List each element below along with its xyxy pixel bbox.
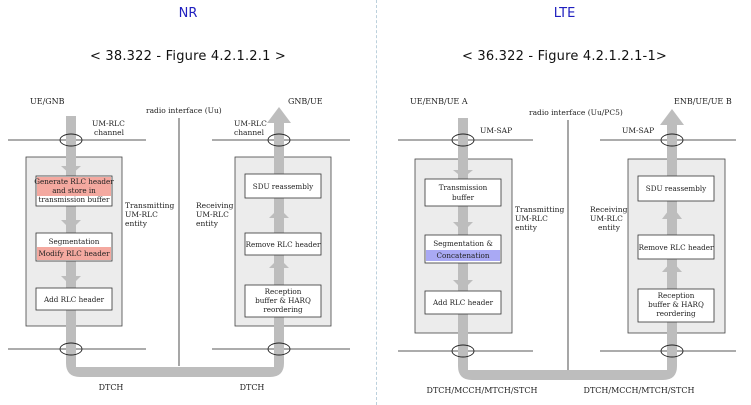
nr-panel: NR < 38.322 - Figure 4.2.1.2.1 > <box>8 6 350 392</box>
nr-rx-box3-line1: Reception <box>265 287 302 296</box>
nr-tx-down-arrow-3 <box>61 262 81 286</box>
lte-tx-box1-line1: Transmission <box>439 183 488 192</box>
nr-tx-box1-line2: and store in <box>52 186 96 195</box>
lte-tx-entity-label-2: UM-RLC <box>515 214 548 223</box>
nr-remove-header-box <box>244 232 322 256</box>
nr-rx-entity-label-1: Receiving <box>196 201 234 210</box>
lte-concatenation-highlight <box>426 250 500 261</box>
nr-tx-box1-line3: transmission buffer <box>39 195 111 204</box>
nr-rx-box3-line3: reordering <box>263 305 303 314</box>
nr-tx-entity-label-2: UM-RLC <box>125 210 158 219</box>
lte-rx-up-arrow-1 <box>662 206 682 233</box>
nr-right-channel-label-1: UM-RLC <box>234 119 267 128</box>
lte-diagram: UE/ENB/UE A ENB/UE/UE B radio interface … <box>398 97 736 395</box>
nr-tx-box2-line2: Modify RLC header <box>38 249 110 258</box>
lte-left-sap-label: UM-SAP <box>480 126 512 135</box>
nr-diagram: UE/GNB GNB/UE radio interface (Uu) UM-RL… <box>8 97 350 392</box>
lte-rx-entity-label-2: UM-RLC <box>590 214 623 223</box>
nr-bottom-right-ellipse <box>267 342 291 356</box>
nr-tx-down-arrow-2 <box>61 206 81 230</box>
lte-rx-box3-line2: buffer & HARQ <box>648 300 704 309</box>
nr-bottom-left-ellipse <box>59 342 83 356</box>
lte-tx-down-arrow-2 <box>453 207 473 232</box>
lte-rx-entity-label-1: Receiving <box>590 205 628 214</box>
nr-tx-entity-label-1: Transmitting <box>125 201 175 210</box>
lte-bottom-left-label: DTCH/MCCH/MTCH/STCH <box>427 386 538 395</box>
lte-rx-up-arrow-2 <box>662 261 682 288</box>
nr-add-header-box <box>35 287 113 311</box>
nr-right-node-label: GNB/UE <box>288 97 323 106</box>
nr-tx-box1-line1: Generate RLC header <box>34 177 114 186</box>
lte-tx-entity-label-1: Transmitting <box>515 205 565 214</box>
nr-right-channel-label-2: channel <box>234 128 265 137</box>
lte-reception-buffer-box <box>637 288 715 323</box>
lte-transmission-buffer-box <box>424 178 502 207</box>
nr-rx-up-arrow-1 <box>269 208 289 232</box>
lte-tx-box1-line2: buffer <box>452 193 475 202</box>
lte-radio-interface-label: radio interface (Uu/PC5) <box>529 108 623 117</box>
nr-generate-header-highlight <box>37 177 111 196</box>
nr-rx-box1-line1: SDU reassembly <box>253 182 314 191</box>
lte-tx-entity-label-3: entity <box>515 223 538 232</box>
lte-right-node-label: ENB/UE/UE B <box>674 97 732 106</box>
lte-tx-box3-line1: Add RLC header <box>432 298 494 307</box>
lte-rx-box3-line3: reordering <box>656 309 696 318</box>
lte-bottom-right-label: DTCH/MCCH/MTCH/STCH <box>584 386 695 395</box>
nr-figure-ref: < 38.322 - Figure 4.2.1.2.1 > <box>89 49 286 64</box>
nr-rx-up-arrow-2 <box>269 258 289 283</box>
lte-sdu-reassembly-box <box>637 175 715 202</box>
lte-left-node-label: UE/ENB/UE A <box>410 97 468 106</box>
nr-reception-buffer-box <box>244 284 322 318</box>
lte-heading: LTE <box>553 6 576 21</box>
nr-heading: NR <box>178 6 198 21</box>
lte-bottom-left-ellipse <box>451 344 475 358</box>
nr-tx-entity-label-3: entity <box>125 219 148 228</box>
nr-top-right-ellipse <box>267 133 291 147</box>
lte-figure-ref: < 36.322 - Figure 4.2.1.2.1-1> <box>461 49 668 64</box>
lte-top-left-ellipse <box>451 133 475 147</box>
nr-top-left-ellipse <box>59 133 83 147</box>
lte-rx-entity-label-3: entity <box>598 223 621 232</box>
lte-rx-box3-line1: Reception <box>658 291 695 300</box>
lte-tx-box2-line1: Segmentation & <box>433 239 493 248</box>
lte-remove-header-box <box>637 234 715 260</box>
nr-left-channel-label-1: UM-RLC <box>92 119 125 128</box>
nr-radio-interface-label: radio interface (Uu) <box>146 106 222 115</box>
nr-tx-box2-line1: Segmentation <box>49 237 100 246</box>
lte-panel: LTE < 36.322 - Figure 4.2.1.2.1-1> <box>378 0 751 405</box>
lte-tx-box2-line2: Concatenation <box>437 251 490 260</box>
nr-bottom-left-label: DTCH <box>99 383 124 392</box>
lte-tx-down-arrow-3 <box>453 265 473 290</box>
nr-left-channel-label-2: channel <box>94 128 125 137</box>
nr-rx-entity-label-3: entity <box>196 219 219 228</box>
lte-rx-box1-line1: SDU reassembly <box>646 184 707 193</box>
lte-tx-down-arrow-1 <box>453 160 473 178</box>
nr-rx-box3-line2: buffer & HARQ <box>255 296 311 305</box>
lte-top-right-ellipse <box>660 133 684 147</box>
lte-rx-box2-line1: Remove RLC header <box>639 243 714 252</box>
nr-tx-box3-line1: Add RLC header <box>43 295 105 304</box>
nr-modify-header-highlight <box>37 247 111 260</box>
nr-bottom-right-label: DTCH <box>240 383 265 392</box>
lte-add-header-box <box>424 290 502 315</box>
nr-left-node-label: UE/GNB <box>30 97 65 106</box>
panel-separator <box>376 0 377 405</box>
nr-tx-down-arrow-1 <box>61 156 81 175</box>
lte-bottom-right-ellipse <box>660 344 684 358</box>
nr-sdu-reassembly-box <box>244 173 322 199</box>
nr-rx-entity-label-2: UM-RLC <box>196 210 229 219</box>
nr-rx-box2-line1: Remove RLC header <box>246 240 321 249</box>
lte-right-sap-label: UM-SAP <box>622 126 654 135</box>
